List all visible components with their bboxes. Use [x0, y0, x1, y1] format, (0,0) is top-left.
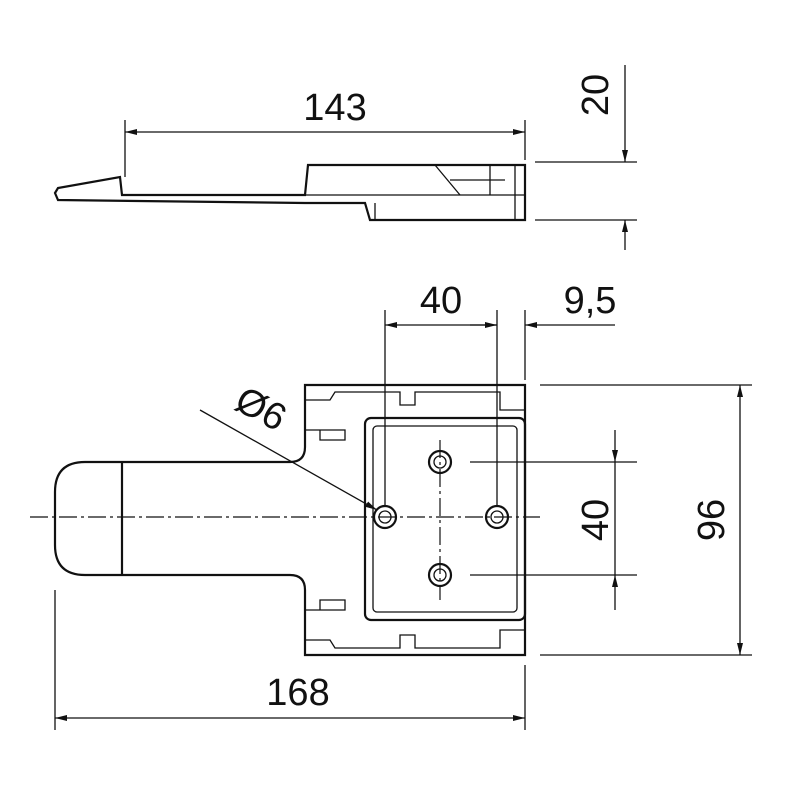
- side-view: 143 20: [53, 65, 637, 250]
- dimension-label-9-5: 9,5: [564, 280, 617, 322]
- dimension-label-143: 143: [303, 87, 366, 129]
- dimension-label-diameter-6: Ø6: [228, 379, 292, 440]
- dimension-label-40-vertical: 40: [575, 499, 617, 541]
- dimension-label-96: 96: [691, 499, 733, 541]
- mounting-holes: [372, 449, 510, 588]
- dimension-label-40-horizontal: 40: [420, 280, 462, 322]
- dimension-label-168: 168: [266, 672, 329, 714]
- plan-view: 40 9,5 Ø6 40 96 168: [30, 280, 752, 730]
- dimension-label-20: 20: [575, 74, 617, 116]
